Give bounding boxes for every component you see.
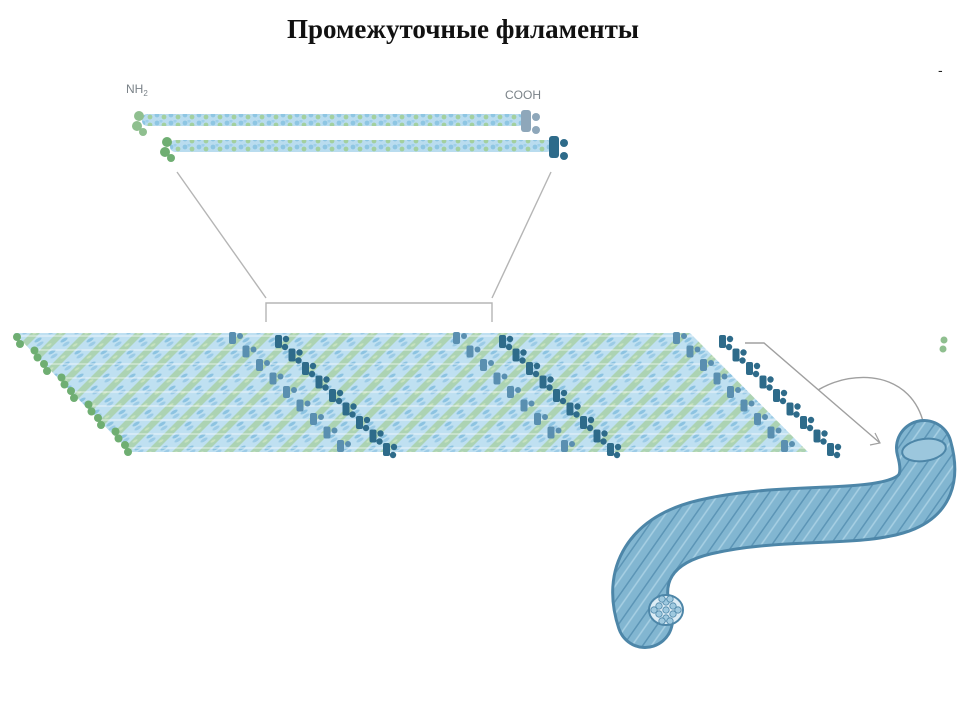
filament-rope bbox=[611, 419, 957, 649]
dimer-strand-upper bbox=[142, 114, 524, 126]
n-terminus-label: NH2 bbox=[126, 82, 148, 98]
head-domain-icon bbox=[13, 333, 132, 456]
corner-mark: - bbox=[938, 62, 943, 78]
tail-domain-icon bbox=[229, 332, 398, 459]
n-terminus-subscript: 2 bbox=[143, 89, 148, 98]
zoom-connectors bbox=[176, 171, 552, 322]
page-title: Промежуточные филаменты bbox=[287, 14, 639, 44]
rope-body bbox=[614, 422, 954, 646]
rope-top-end bbox=[901, 437, 947, 463]
dimer: NH2 COOH bbox=[126, 82, 568, 162]
protofilament-sheet bbox=[13, 332, 948, 459]
head-domain-icon bbox=[160, 137, 175, 162]
head-domain-icon bbox=[132, 111, 147, 136]
rope-cross-section bbox=[648, 594, 684, 626]
tail-domain-icon bbox=[521, 110, 540, 134]
sheet-rows bbox=[17, 335, 805, 449]
tail-domain-icon bbox=[549, 136, 568, 160]
callout-lines bbox=[745, 342, 925, 446]
tail-domain-icon bbox=[453, 332, 622, 459]
zoom-bracket bbox=[265, 302, 493, 322]
edge-fragment bbox=[939, 336, 948, 353]
tail-domain-icon bbox=[673, 332, 842, 459]
dimer-strand-lower bbox=[170, 140, 552, 152]
c-terminus-label: COOH bbox=[505, 88, 541, 102]
sheet-marks bbox=[13, 332, 842, 459]
